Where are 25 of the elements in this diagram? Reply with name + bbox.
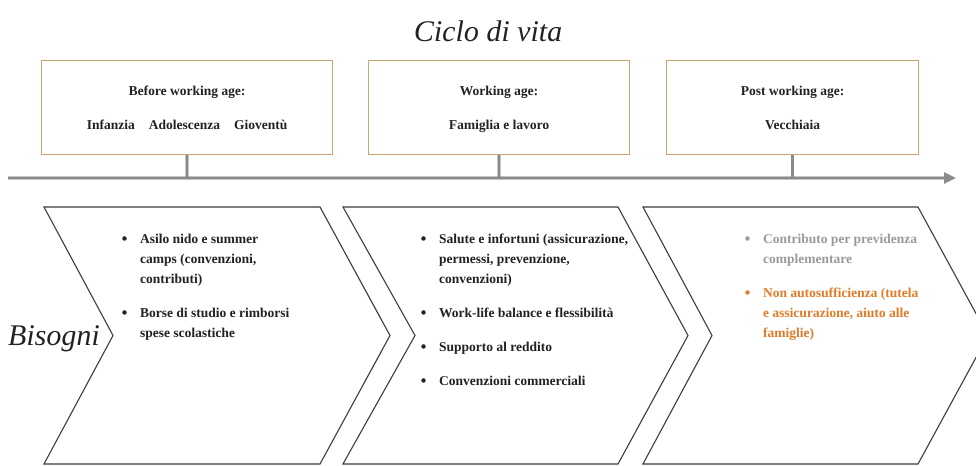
bullet-text: Supporto al reddito (439, 339, 552, 354)
stage-box (666, 60, 919, 155)
bullet-text: Non autosufficienza (tutela e assicurazione, aiuto alle famiglie) (763, 285, 918, 340)
stage-heading: Before working age: (128, 82, 246, 98)
bullet-text: Asilo nido e summer camps (convenzioni, contributi) (140, 231, 258, 286)
stage-heading: Working age: (460, 82, 538, 98)
row-label: Bisogni (8, 318, 100, 354)
timeline-tick (186, 155, 188, 176)
stage-item: Vecchiaia (765, 116, 820, 132)
bullet-text: Salute e infortuni (assicurazione, permessi, prevenzione, convenzioni) (439, 231, 628, 286)
bullet-text: Borse di studio e rimborsi spese scolastiche (140, 305, 290, 340)
stage-item: Adolescenza (148, 116, 220, 132)
diagram-title: Ciclo di vita (412, 14, 564, 50)
bullet-text: Contributo per previdenza complementare (763, 231, 918, 266)
timeline-arrow (8, 172, 956, 184)
stage-box (368, 60, 630, 155)
timeline-tick (498, 155, 500, 176)
stage-item: Infanzia (86, 116, 135, 132)
bullet-text: Work-life balance e flessibilità (439, 305, 614, 320)
timeline-tick (791, 155, 794, 176)
bullet-text: Convenzioni commerciali (439, 373, 586, 388)
stage-item: Famiglia e lavoro (448, 116, 550, 132)
stage-heading: Post working age: (740, 82, 844, 98)
stage-item: Gioventù (234, 116, 288, 132)
stage-box (41, 60, 333, 155)
